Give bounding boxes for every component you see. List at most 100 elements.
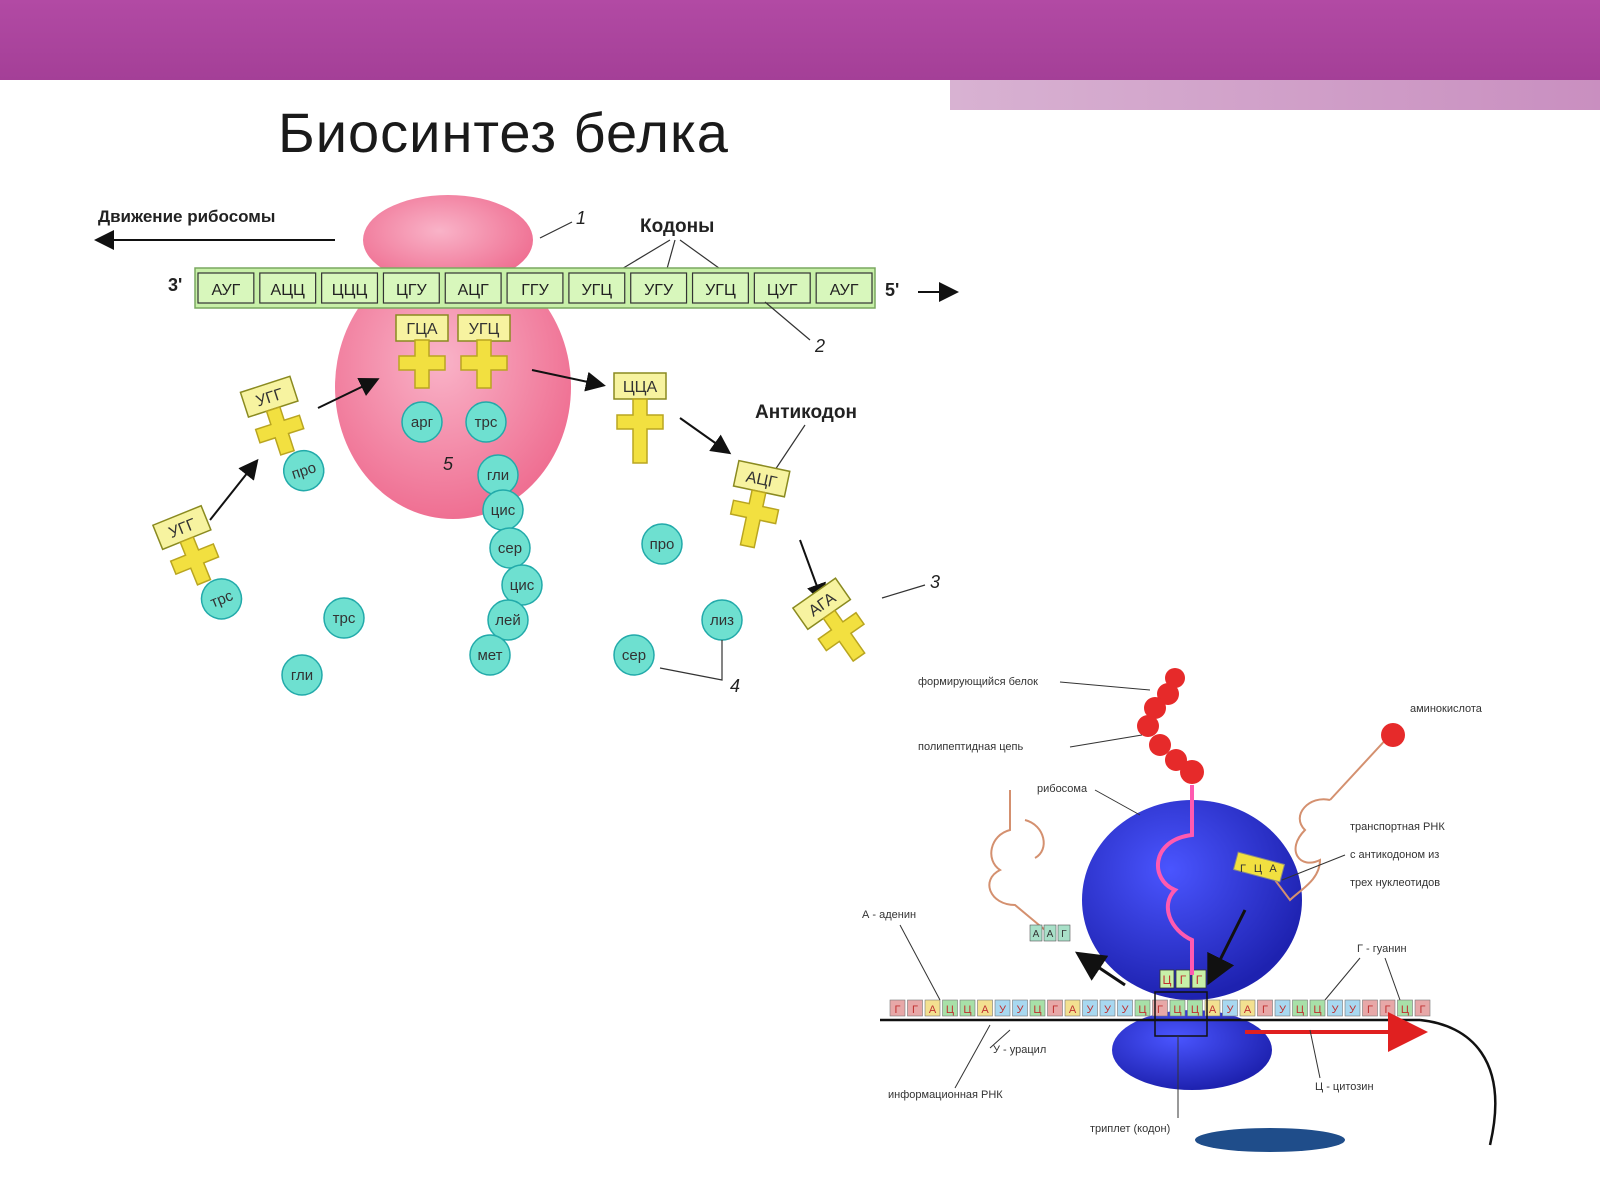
slide-header-bar <box>0 0 1600 80</box>
codon-box <box>259 272 317 304</box>
label-forming-protein: формирующийся белок <box>918 676 1038 688</box>
mrna-base <box>1082 999 1098 1017</box>
amino-acid-bead <box>1157 683 1179 705</box>
label-cytosine: Ц - цитозин <box>1315 1081 1374 1093</box>
mrna-base-letter: У <box>999 1004 1007 1016</box>
exit-anticodon-base <box>1029 924 1043 942</box>
trna-cross-shape <box>398 339 446 389</box>
mrna-base <box>1274 999 1291 1017</box>
mrna-strand-tail <box>1419 1018 1497 1146</box>
free-amino-label: трс <box>333 610 356 627</box>
chain-amino-label: цис <box>491 502 516 519</box>
mrna-base <box>1292 999 1308 1017</box>
trna-free-2: АГА <box>791 577 866 663</box>
anticodon-letter: Ц <box>1254 863 1262 875</box>
exit-anticodon-letter: Г <box>1061 929 1067 940</box>
anticodon-letter: Г <box>1240 863 1246 875</box>
codon-text: АУГ <box>212 282 241 299</box>
trna-site-2: УГЦ трс <box>457 314 511 443</box>
mrna-base-letter: Г <box>1262 1004 1268 1016</box>
codon-base <box>1159 969 1175 989</box>
mrna-base <box>1222 999 1238 1017</box>
amino-acid-bead <box>1137 715 1159 737</box>
codon-text: ГГУ <box>521 282 549 299</box>
slide-title: Биосинтез белка <box>278 101 729 164</box>
marker-leader-3 <box>881 584 926 599</box>
label-leader <box>1094 789 1141 816</box>
flow-arrow <box>317 377 380 409</box>
trna-cross-shape <box>616 398 664 464</box>
amino-acid-bead <box>1144 697 1166 719</box>
trna-exiting-arm <box>1024 819 1045 859</box>
trna-anticodon-text: ГЦА <box>406 321 438 338</box>
mrna-base-letter: У <box>1349 1004 1357 1016</box>
exit-anticodon-base <box>1057 924 1071 942</box>
amino-acid-stem <box>1329 734 1391 801</box>
marker-number-3: 3 <box>930 572 940 592</box>
chain-amino-acid <box>487 599 529 641</box>
codon-base-letter: Г <box>1196 973 1203 987</box>
mrna-base-letter: А <box>1209 1004 1217 1016</box>
mrna-base <box>1169 999 1186 1017</box>
mrna-base <box>1064 999 1081 1017</box>
mrna-base <box>1012 999 1028 1017</box>
codon-box <box>382 272 440 304</box>
free-amino-label: гли <box>291 667 313 684</box>
mrna-base-letter: У <box>1227 1004 1235 1016</box>
trna-entering-1: УГГ про <box>239 375 325 492</box>
codon-base-letter: Ц <box>1163 973 1172 987</box>
mrna-base-letter: У <box>1332 1004 1340 1016</box>
marker-number-4: 4 <box>730 676 740 696</box>
mrna-base-letter: У <box>1279 1004 1287 1016</box>
mrna-base-letter: Ц <box>963 1004 971 1016</box>
ribosome-base-shadow <box>1195 1128 1345 1152</box>
codon-box <box>506 272 564 304</box>
label-adenine: А - аденин <box>862 909 916 921</box>
label-ribosome: рибосома <box>1037 783 1088 795</box>
mrna-base <box>1029 999 1046 1017</box>
trna-exiting: ЦЦА <box>613 372 667 464</box>
free-amino-acid <box>281 654 323 696</box>
exit-anticodon-letter: А <box>1033 929 1040 940</box>
mrna-base-letter: Г <box>1052 1004 1058 1016</box>
mrna-base-letter: Г <box>895 1004 901 1016</box>
label-leader <box>954 1024 991 1089</box>
mrna-base-letter: Ц <box>1033 1004 1041 1016</box>
mrna-base <box>1309 999 1326 1017</box>
mrna-base-letter: А <box>1244 1004 1252 1016</box>
exit-anticodon-letter: А <box>1047 929 1054 940</box>
amino-acid-circle <box>200 578 243 620</box>
codons-label: Кодоны <box>640 216 714 237</box>
anticodon-label: Антикодон <box>755 402 857 423</box>
trna-entering-2: УГГ трс <box>151 504 243 620</box>
anticodon-letter: А <box>1269 863 1277 875</box>
mrna-base-letter: У <box>1104 1004 1112 1016</box>
slide-header-accent <box>950 80 1600 110</box>
mrna-base-letter: У <box>1087 1004 1095 1016</box>
mrna-base <box>889 999 906 1017</box>
mrna-base <box>1204 999 1221 1017</box>
mrna-base-letter: Ц <box>1173 1004 1181 1016</box>
mrna-base-letter: Г <box>1367 1004 1373 1016</box>
codon-box <box>630 272 688 304</box>
mrna-base-letter: А <box>981 1004 989 1016</box>
flow-arrow <box>209 458 259 521</box>
marker-number-2: 2 <box>814 336 825 356</box>
chain-amino-acid <box>489 527 531 569</box>
mrna-base <box>959 999 976 1017</box>
chain-amino-label: лей <box>495 612 520 629</box>
mrna-base <box>1344 999 1361 1017</box>
mrna-base <box>924 999 941 1017</box>
chain-amino-label: гли <box>487 467 509 484</box>
ribosome-small-subunit <box>363 195 533 285</box>
codon-box <box>197 272 255 304</box>
mrna-base-letter: Ц <box>946 1004 954 1016</box>
chain-amino-label: цис <box>510 577 535 594</box>
codon-base-letter: Г <box>1180 973 1187 987</box>
flow-arrow <box>679 417 732 455</box>
